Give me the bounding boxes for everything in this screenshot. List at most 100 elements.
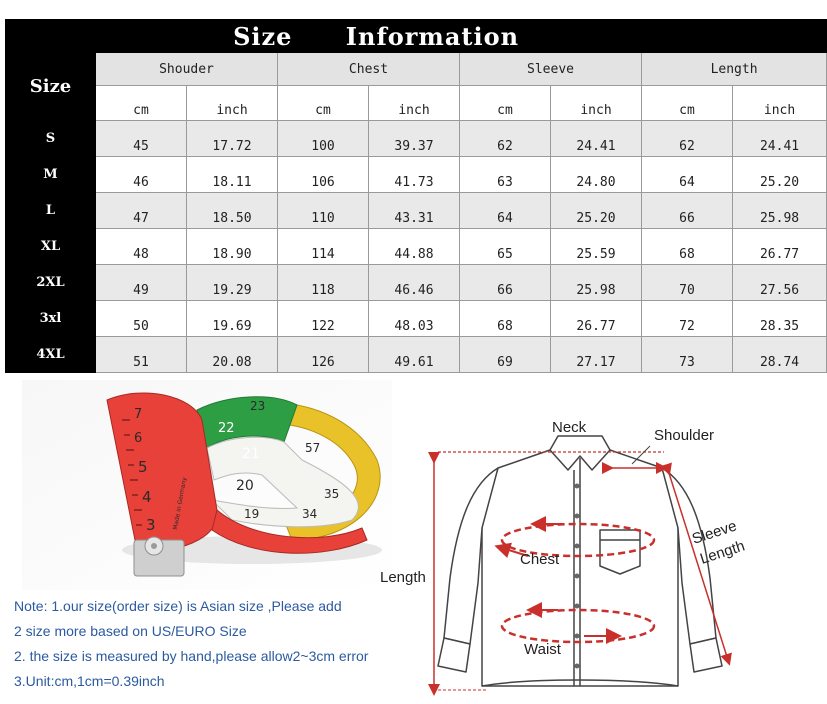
- measurement-cell: 43.31: [368, 192, 460, 229]
- measurement-cell: 66: [459, 264, 551, 301]
- tape-number: 5: [138, 458, 148, 476]
- measurement-cell: 41.73: [368, 156, 460, 193]
- note-line: 2. the size is measured by hand,please a…: [14, 648, 369, 664]
- measurement-cell: 27.56: [731, 264, 827, 301]
- measurement-cell: 49: [95, 264, 187, 301]
- size-label-cell: S: [5, 120, 96, 157]
- unit-header: cm: [277, 85, 369, 121]
- measurement-cell: 45: [95, 120, 187, 157]
- size-chart-table: Size Information Size Shouder Chest Slee…: [4, 19, 827, 373]
- group-header-sleeve: Sleeve: [459, 52, 642, 86]
- measurement-cell: 46.46: [368, 264, 460, 301]
- measurement-cell: 122: [277, 300, 369, 337]
- label-shoulder: Shoulder: [654, 427, 714, 444]
- unit-header: inch: [550, 85, 642, 121]
- measurement-cell: 39.37: [368, 120, 460, 157]
- sleeve-measure-line: [660, 462, 732, 666]
- tape-measure-photo: 7 6 5 4 3 23 22 21 20 19 57 35 34 Made i…: [22, 380, 392, 590]
- size-label-cell: 3xl: [5, 300, 96, 337]
- measurement-cell: 50: [95, 300, 187, 337]
- measurement-cell: 48: [95, 228, 187, 265]
- measurement-cell: 100: [277, 120, 369, 157]
- size-label-cell: 4XL: [5, 336, 96, 373]
- size-label-cell: 2XL: [5, 264, 96, 301]
- tape-number: 7: [134, 407, 142, 422]
- tape-number: 34: [302, 507, 317, 521]
- measurement-cell: 46: [95, 156, 187, 193]
- measurement-cell: 62: [641, 120, 733, 157]
- measurement-cell: 126: [277, 336, 369, 373]
- group-header-shoulder: Shouder: [95, 52, 278, 86]
- measurement-cell: 19.29: [186, 264, 278, 301]
- measurement-cell: 26.77: [550, 300, 642, 337]
- measurement-cell: 49.61: [368, 336, 460, 373]
- size-label-cell: XL: [5, 228, 96, 265]
- measurement-cell: 20.08: [186, 336, 278, 373]
- note-line: 3.Unit:cm,1cm=0.39inch: [14, 673, 165, 689]
- measurement-cell: 25.20: [731, 156, 827, 193]
- measurement-cell: 62: [459, 120, 551, 157]
- group-header-chest: Chest: [277, 52, 460, 86]
- group-header-length: Length: [640, 52, 827, 86]
- title-word-size: Size: [233, 21, 293, 51]
- unit-header: cm: [95, 85, 187, 121]
- measurement-cell: 64: [641, 156, 733, 193]
- measurement-cell: 26.77: [731, 228, 827, 265]
- measurement-cell: 17.72: [186, 120, 278, 157]
- unit-header: cm: [641, 85, 733, 121]
- measurement-cell: 66: [641, 192, 733, 229]
- tape-metal-end: [133, 536, 185, 577]
- title-word-information: Information: [345, 21, 520, 51]
- measurement-cell: 68: [459, 300, 551, 337]
- measurement-cell: 25.20: [550, 192, 642, 229]
- tape-number: 3: [146, 516, 156, 534]
- measurement-cell: 114: [277, 228, 369, 265]
- label-length: Length: [380, 569, 426, 586]
- measurement-cell: 18.11: [186, 156, 278, 193]
- table-title: Size Information: [4, 19, 827, 53]
- measurement-cell: 73: [641, 336, 733, 373]
- measurement-cell: 28.35: [731, 300, 827, 337]
- note-line: 2 size more based on US/EURO Size: [14, 623, 247, 639]
- measurement-cell: 27.17: [550, 336, 642, 373]
- measurement-cell: 68: [641, 228, 733, 265]
- tape-number: 22: [218, 421, 235, 436]
- label-chest: Chest: [520, 551, 560, 568]
- notes-block: Note: 1.our size(order size) is Asian si…: [14, 596, 414, 696]
- shirt-measurement-diagram: Neck Shoulder Sleeve Length Length Chest…: [380, 419, 747, 696]
- label-waist: Waist: [524, 641, 562, 658]
- measurement-cell: 25.98: [550, 264, 642, 301]
- measurement-cell: 106: [277, 156, 369, 193]
- measurement-cell: 24.41: [731, 120, 827, 157]
- measurement-cell: 25.98: [731, 192, 827, 229]
- tape-number: 20: [236, 478, 254, 494]
- measurement-cell: 69: [459, 336, 551, 373]
- unit-header: inch: [368, 85, 460, 121]
- measurement-cell: 64: [459, 192, 551, 229]
- unit-header: inch: [186, 85, 278, 121]
- measurement-cell: 70: [641, 264, 733, 301]
- chest-measure-loop: [500, 522, 656, 558]
- measurement-cell: 25.59: [550, 228, 642, 265]
- label-neck: Neck: [552, 419, 587, 436]
- size-label-cell: M: [5, 156, 96, 193]
- measurement-cell: 63: [459, 156, 551, 193]
- measurement-cell: 47: [95, 192, 187, 229]
- tape-number: 23: [250, 399, 265, 413]
- measurement-cell: 65: [459, 228, 551, 265]
- size-label-cell: L: [5, 192, 96, 229]
- measurement-cell: 51: [95, 336, 187, 373]
- unit-header: inch: [731, 85, 827, 121]
- size-column-header: Size: [5, 52, 96, 121]
- shirt-outline: [437, 435, 723, 687]
- tape-number: 6: [134, 431, 142, 446]
- tape-number: 57: [305, 441, 320, 455]
- tape-number: 21: [242, 446, 260, 462]
